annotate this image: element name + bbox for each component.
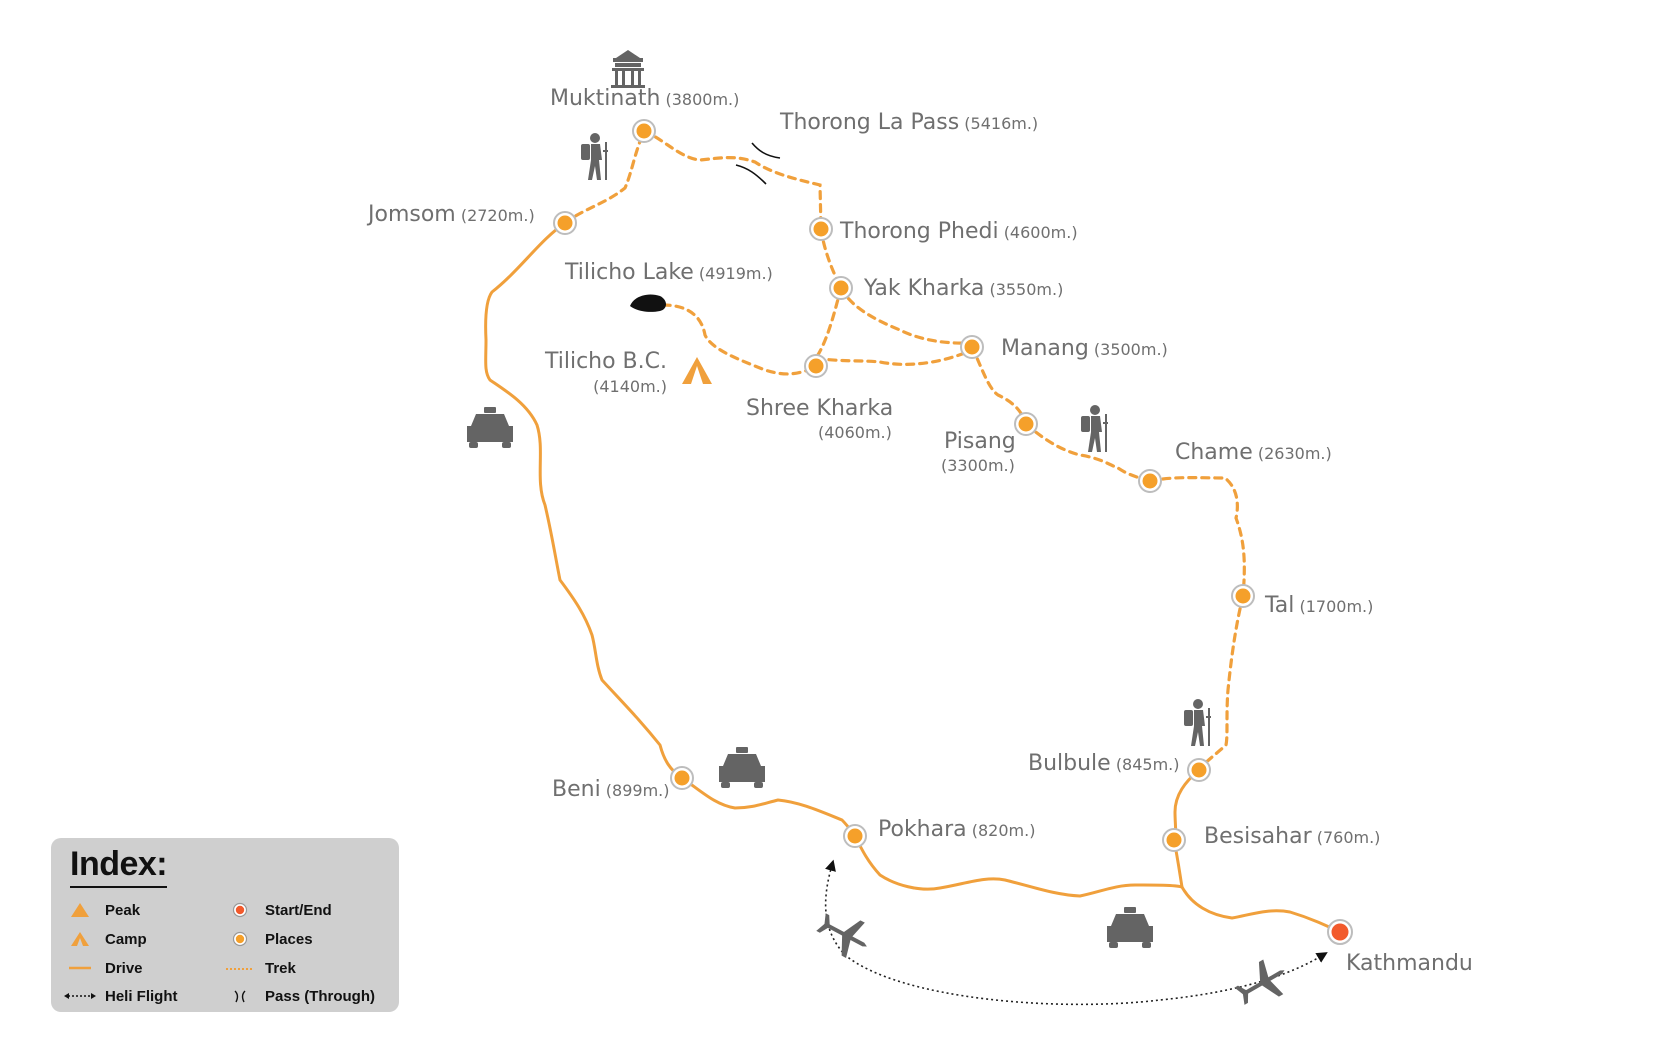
place-label-thorong-phedi: Thorong Phedi (4600m.) [839, 219, 1078, 244]
drive-route-beni-pokhara [680, 776, 857, 838]
place-icon [223, 929, 257, 949]
pass-icon [223, 986, 257, 1006]
place-marker-tal[interactable] [1231, 584, 1255, 608]
trek-route-shree-kharka-manang [814, 348, 974, 366]
peak-icon [63, 900, 97, 920]
place-marker-thorong-phedi[interactable] [809, 217, 833, 241]
camp-icon [63, 929, 97, 949]
legend-title: Index: [70, 842, 168, 888]
place-label-thorong-la-pass: Thorong La Pass (5416m.) [779, 110, 1038, 135]
place-label-besisahar: Besisahar (760m.) [1204, 824, 1380, 849]
trek-line-icon [223, 958, 257, 978]
lake-icon [630, 294, 666, 312]
place-marker-bulbule[interactable] [1187, 758, 1211, 782]
place-markers [553, 119, 1353, 945]
place-label-tilicho-lake: Tilicho Lake (4919m.) [564, 260, 773, 285]
legend-panel: Index: Peak Start/End Camp Places Drive [51, 838, 399, 1012]
place-marker-beni[interactable] [670, 766, 694, 790]
place-marker-yak-kharka[interactable] [829, 276, 853, 300]
place-label-jomsom: Jomsom (2720m.) [366, 202, 535, 227]
place-labels: Muktinath (3800m.) Thorong La Pass (5416… [366, 86, 1473, 976]
hiker-icon [1184, 699, 1211, 746]
legend-item-trek: Trek [223, 958, 296, 978]
place-marker-muktinath[interactable] [632, 119, 656, 143]
place-marker-pokhara[interactable] [843, 824, 867, 848]
place-marker-chame[interactable] [1138, 469, 1162, 493]
place-label-pokhara: Pokhara (820m.) [878, 817, 1035, 842]
place-label-manang: Manang (3500m.) [1001, 336, 1168, 361]
legend-item-places: Places [223, 929, 313, 949]
airplane-icon [1229, 952, 1295, 1014]
drive-line-icon [63, 958, 97, 978]
place-marker-pisang[interactable] [1014, 412, 1038, 436]
legend-item-camp: Camp [63, 929, 147, 949]
place-label-shree-kharka: Shree Kharka [746, 396, 893, 421]
car-icon [467, 407, 513, 448]
place-label-tilicho-bc-elevation: (4140m.) [593, 377, 667, 396]
place-label-pisang-elevation: (3300m.) [941, 456, 1015, 475]
place-label-beni: Beni (899m.) [552, 777, 669, 802]
trek-route-tilicho-lake-shree-kharka [661, 303, 818, 376]
legend-item-heli-flight: Heli Flight [63, 986, 178, 1006]
hiker-icon [581, 133, 608, 180]
place-marker-kathmandu[interactable] [1327, 919, 1353, 945]
trek-route-tal-bulbule [1197, 594, 1245, 772]
heli-flight-route [824, 859, 1328, 1006]
legend-item-drive: Drive [63, 958, 143, 978]
place-label-kathmandu: Kathmandu [1346, 951, 1473, 976]
place-label-muktinath: Muktinath (3800m.) [550, 86, 739, 111]
pass-icon [735, 164, 767, 185]
legend-item-peak: Peak [63, 900, 140, 920]
drive-route-bulbule-besisahar [1172, 768, 1201, 889]
camp-icon [682, 357, 712, 384]
place-marker-shree-kharka[interactable] [804, 354, 828, 378]
place-label-tilicho-bc: Tilicho B.C. [544, 349, 667, 374]
trek-route-pisang-chame [1024, 422, 1152, 483]
heli-flight-icon [63, 986, 97, 1006]
place-label-pisang: Pisang [944, 429, 1016, 454]
trek-route-jomsom-muktinath [563, 129, 646, 225]
legend-item-start-end: Start/End [223, 900, 332, 920]
drive-route-jomsom-beni [484, 221, 684, 780]
place-label-tal: Tal (1700m.) [1264, 593, 1373, 618]
trek-route-muktinath-thorong-phedi [642, 129, 823, 231]
place-label-bulbule: Bulbule (845m.) [1028, 751, 1180, 776]
place-label-yak-kharka: Yak Kharka (3550m.) [863, 276, 1063, 301]
legend-item-pass: Pass (Through) [223, 986, 375, 1006]
trek-route-chame-tal [1148, 476, 1246, 598]
place-label-chame: Chame (2630m.) [1175, 440, 1332, 465]
car-icon [1107, 907, 1153, 948]
drive-route-pokhara-kathmandu [853, 834, 1342, 934]
trek-route-yak-kharka-manang [839, 286, 974, 345]
place-marker-jomsom[interactable] [553, 211, 577, 235]
start-end-icon [223, 900, 257, 920]
pass-icon [751, 142, 781, 159]
hiker-icon [1081, 405, 1108, 452]
car-icon [719, 747, 765, 788]
place-marker-besisahar[interactable] [1162, 828, 1186, 852]
place-label-shree-kharka-elevation: (4060m.) [818, 423, 892, 442]
temple-icon [611, 50, 645, 88]
place-marker-manang[interactable] [960, 335, 984, 359]
airplane-icon [811, 904, 877, 965]
